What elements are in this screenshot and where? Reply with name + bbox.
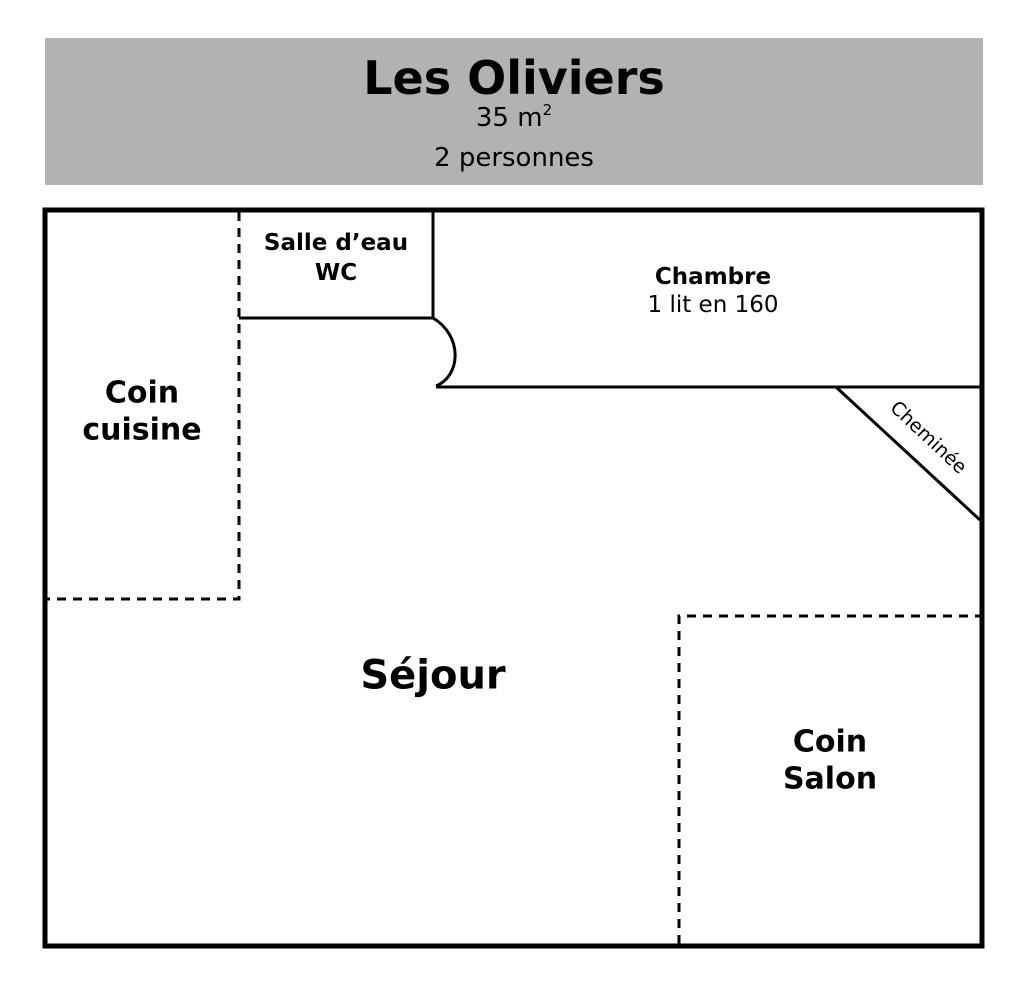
apartment-capacity: 2 personnes [434, 143, 594, 173]
plan-header: Les Oliviers 35 m2 2 personnes [45, 38, 983, 185]
bathroom-label-line1: Salle d’eau [263, 230, 409, 257]
lounge-label-line1: Coin [792, 724, 868, 760]
bathroom-label-line2: WC [314, 260, 358, 286]
door-arc [432, 316, 457, 388]
room-label-living: Séjour [360, 652, 506, 699]
apartment-area: 35 m2 [45, 101, 983, 133]
lounge-label-line2: Salon [782, 761, 878, 796]
area-value: 35 m [475, 103, 543, 133]
bedroom-label-name: Chambre [654, 263, 772, 290]
fireplace-diagonal [834, 385, 982, 522]
kitchen-label-line2: cuisine [82, 412, 202, 447]
room-label-kitchen: Coin cuisine [82, 375, 201, 448]
kitchen-boundary [47, 212, 241, 601]
room-label-bedroom: Chambre 1 lit en 160 [648, 263, 779, 319]
kitchen-label-line1: Coin [104, 375, 180, 411]
apartment-title: Les Oliviers [363, 51, 665, 105]
area-exponent: 2 [542, 101, 553, 119]
bedroom-label-detail: 1 lit en 160 [647, 292, 779, 318]
outer-wall [42, 207, 985, 949]
room-label-lounge: Coin Salon [783, 724, 877, 797]
lounge-boundary [677, 614, 980, 944]
room-label-bathroom: Salle d’eau WC [264, 229, 408, 289]
